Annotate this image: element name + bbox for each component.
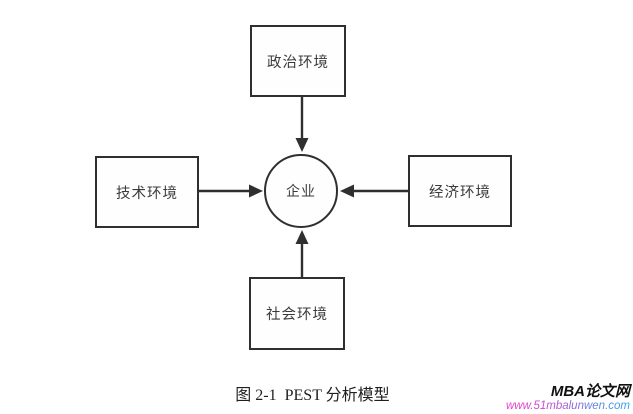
watermark: MBA论文网 www.51mbalunwen.com: [506, 383, 630, 413]
node-social-label: 社会环境: [266, 307, 328, 323]
node-economic-environment: 经济环境: [408, 155, 512, 227]
arrow-down-icon: [295, 97, 309, 152]
node-social-environment: 社会环境: [249, 277, 345, 350]
arrow-right-icon: [199, 184, 263, 198]
node-economic-label: 经济环境: [429, 184, 491, 201]
arrow-up-icon: [295, 230, 309, 277]
node-political-environment: 政治环境: [250, 25, 346, 97]
node-technological-label: 技术环境: [116, 185, 178, 202]
arrow-left-icon: [340, 184, 408, 198]
node-technological-environment: 技术环境: [95, 156, 199, 228]
watermark-url: www.51mbalunwen.com: [505, 399, 630, 412]
node-enterprise-label: 企业: [286, 183, 316, 199]
figure-caption: 图 2-1 PEST 分析模型: [235, 387, 390, 404]
node-enterprise: 企业: [264, 154, 338, 228]
node-political-label: 政治环境: [267, 54, 329, 71]
watermark-brand: MBA论文网: [550, 382, 630, 400]
